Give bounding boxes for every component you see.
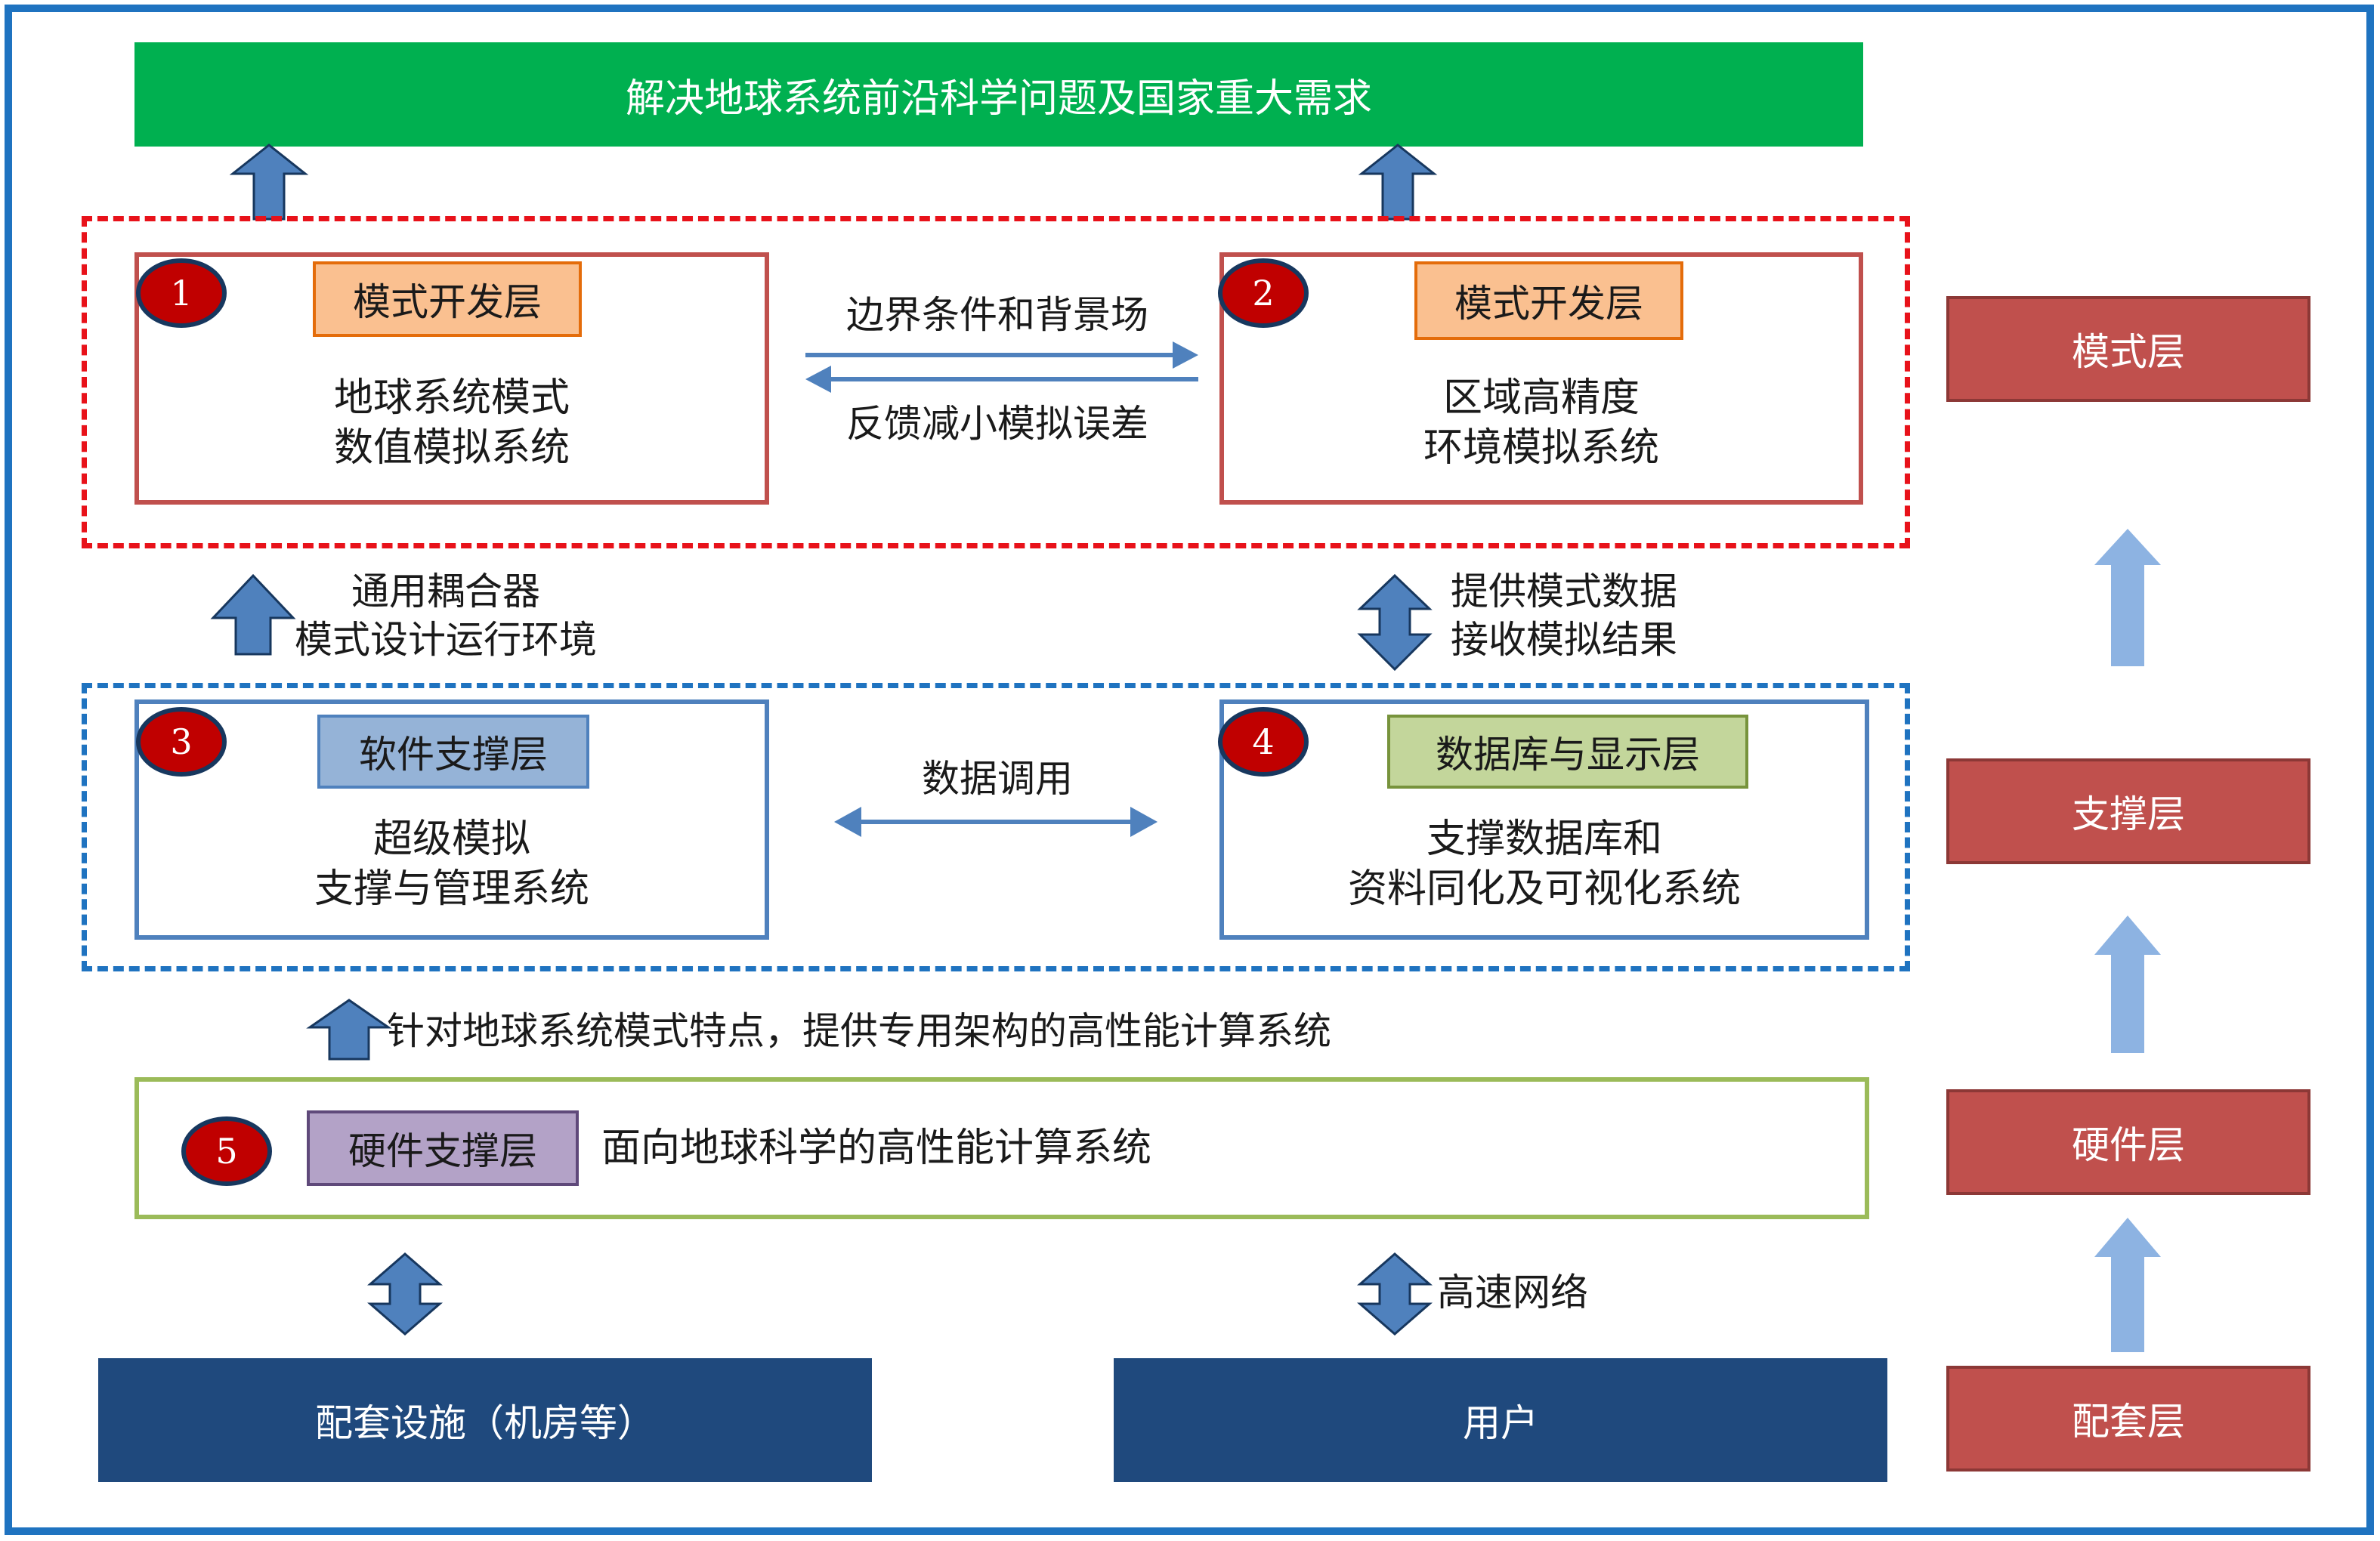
layer-hardware: 硬件层 [1946, 1089, 2310, 1195]
data-call-label: 数据调用 [922, 757, 1073, 801]
hpc-note: 针对地球系统模式特点，提供专用架构的高性能计算系统 [387, 1009, 1331, 1053]
tag-model-dev-2: 模式开发层 [1414, 261, 1683, 340]
double-arrow-model-data [1357, 573, 1433, 672]
box3-desc: 超级模拟 支撑与管理系统 [314, 817, 589, 912]
box-database-display: 数据库与显示层 支撑数据库和 资料同化及可视化系统 [1219, 699, 1869, 940]
box2-desc: 区域高精度 环境模拟系统 [1423, 375, 1659, 471]
tag-hardware-support: 硬件支撑层 [307, 1110, 579, 1186]
arrow-right-1-2 [1173, 341, 1198, 369]
number-badge-4: 4 [1218, 707, 1309, 777]
up-arrow-right-goal [1358, 144, 1438, 221]
double-arrow-facility [366, 1252, 444, 1336]
up-arrow-left-goal [229, 144, 309, 221]
up-arrow-hpc [306, 999, 392, 1061]
double-arrow-network [1356, 1252, 1433, 1336]
facility-box: 配套设施（机房等） [98, 1358, 872, 1482]
tag-software-support: 软件支撑层 [317, 715, 589, 789]
link-label-feedback: 反馈减小模拟误差 [846, 402, 1148, 446]
number-badge-3: 3 [136, 707, 227, 777]
box-software-support: 软件支撑层 超级模拟 支撑与管理系统 [134, 699, 769, 940]
light-up-arrow-3 [2094, 1218, 2161, 1352]
network-label: 高速网络 [1437, 1271, 1588, 1314]
up-arrow-coupler [210, 573, 296, 656]
box5-desc: 面向地球科学的高性能计算系统 [601, 1126, 1152, 1171]
user-box: 用户 [1114, 1358, 1887, 1482]
layer-support: 支撑层 [1946, 758, 2310, 864]
support-group [82, 683, 1910, 971]
goal-banner: 解决地球系统前沿科学问题及国家重大需求 [134, 42, 1863, 147]
tag-database-display: 数据库与显示层 [1387, 715, 1748, 789]
arrow-right-3-4 [1130, 807, 1158, 837]
box1-desc: 地球系统模式 数值模拟系统 [333, 375, 570, 471]
model-group [82, 216, 1910, 548]
link-label-boundary: 边界条件和背景场 [846, 293, 1148, 337]
layer-facility: 配套层 [1946, 1366, 2310, 1472]
model-data-label: 提供模式数据 接收模拟结果 [1451, 570, 1677, 662]
number-badge-2: 2 [1218, 258, 1309, 328]
outer-frame [5, 5, 2374, 1535]
light-up-arrow-1 [2094, 529, 2161, 666]
box-regional-model: 模式开发层 区域高精度 环境模拟系统 [1219, 252, 1863, 505]
number-badge-5: 5 [181, 1116, 272, 1186]
tag-model-dev-1: 模式开发层 [313, 261, 582, 337]
box4-desc: 支撑数据库和 资料同化及可视化系统 [1347, 817, 1741, 912]
coupler-label: 通用耦合器 模式设计运行环境 [295, 570, 597, 662]
goal-text: 解决地球系统前沿科学问题及国家重大需求 [625, 76, 1372, 122]
arrow-left-3-4 [834, 807, 861, 837]
arrow-left-2-1 [805, 366, 831, 393]
box-earth-system-model: 模式开发层 地球系统模式 数值模拟系统 [134, 252, 769, 505]
layer-model: 模式层 [1946, 296, 2310, 402]
box-hardware-support: 硬件支撑层 面向地球科学的高性能计算系统 [134, 1077, 1869, 1219]
number-badge-1: 1 [136, 258, 227, 328]
light-up-arrow-2 [2094, 916, 2161, 1053]
